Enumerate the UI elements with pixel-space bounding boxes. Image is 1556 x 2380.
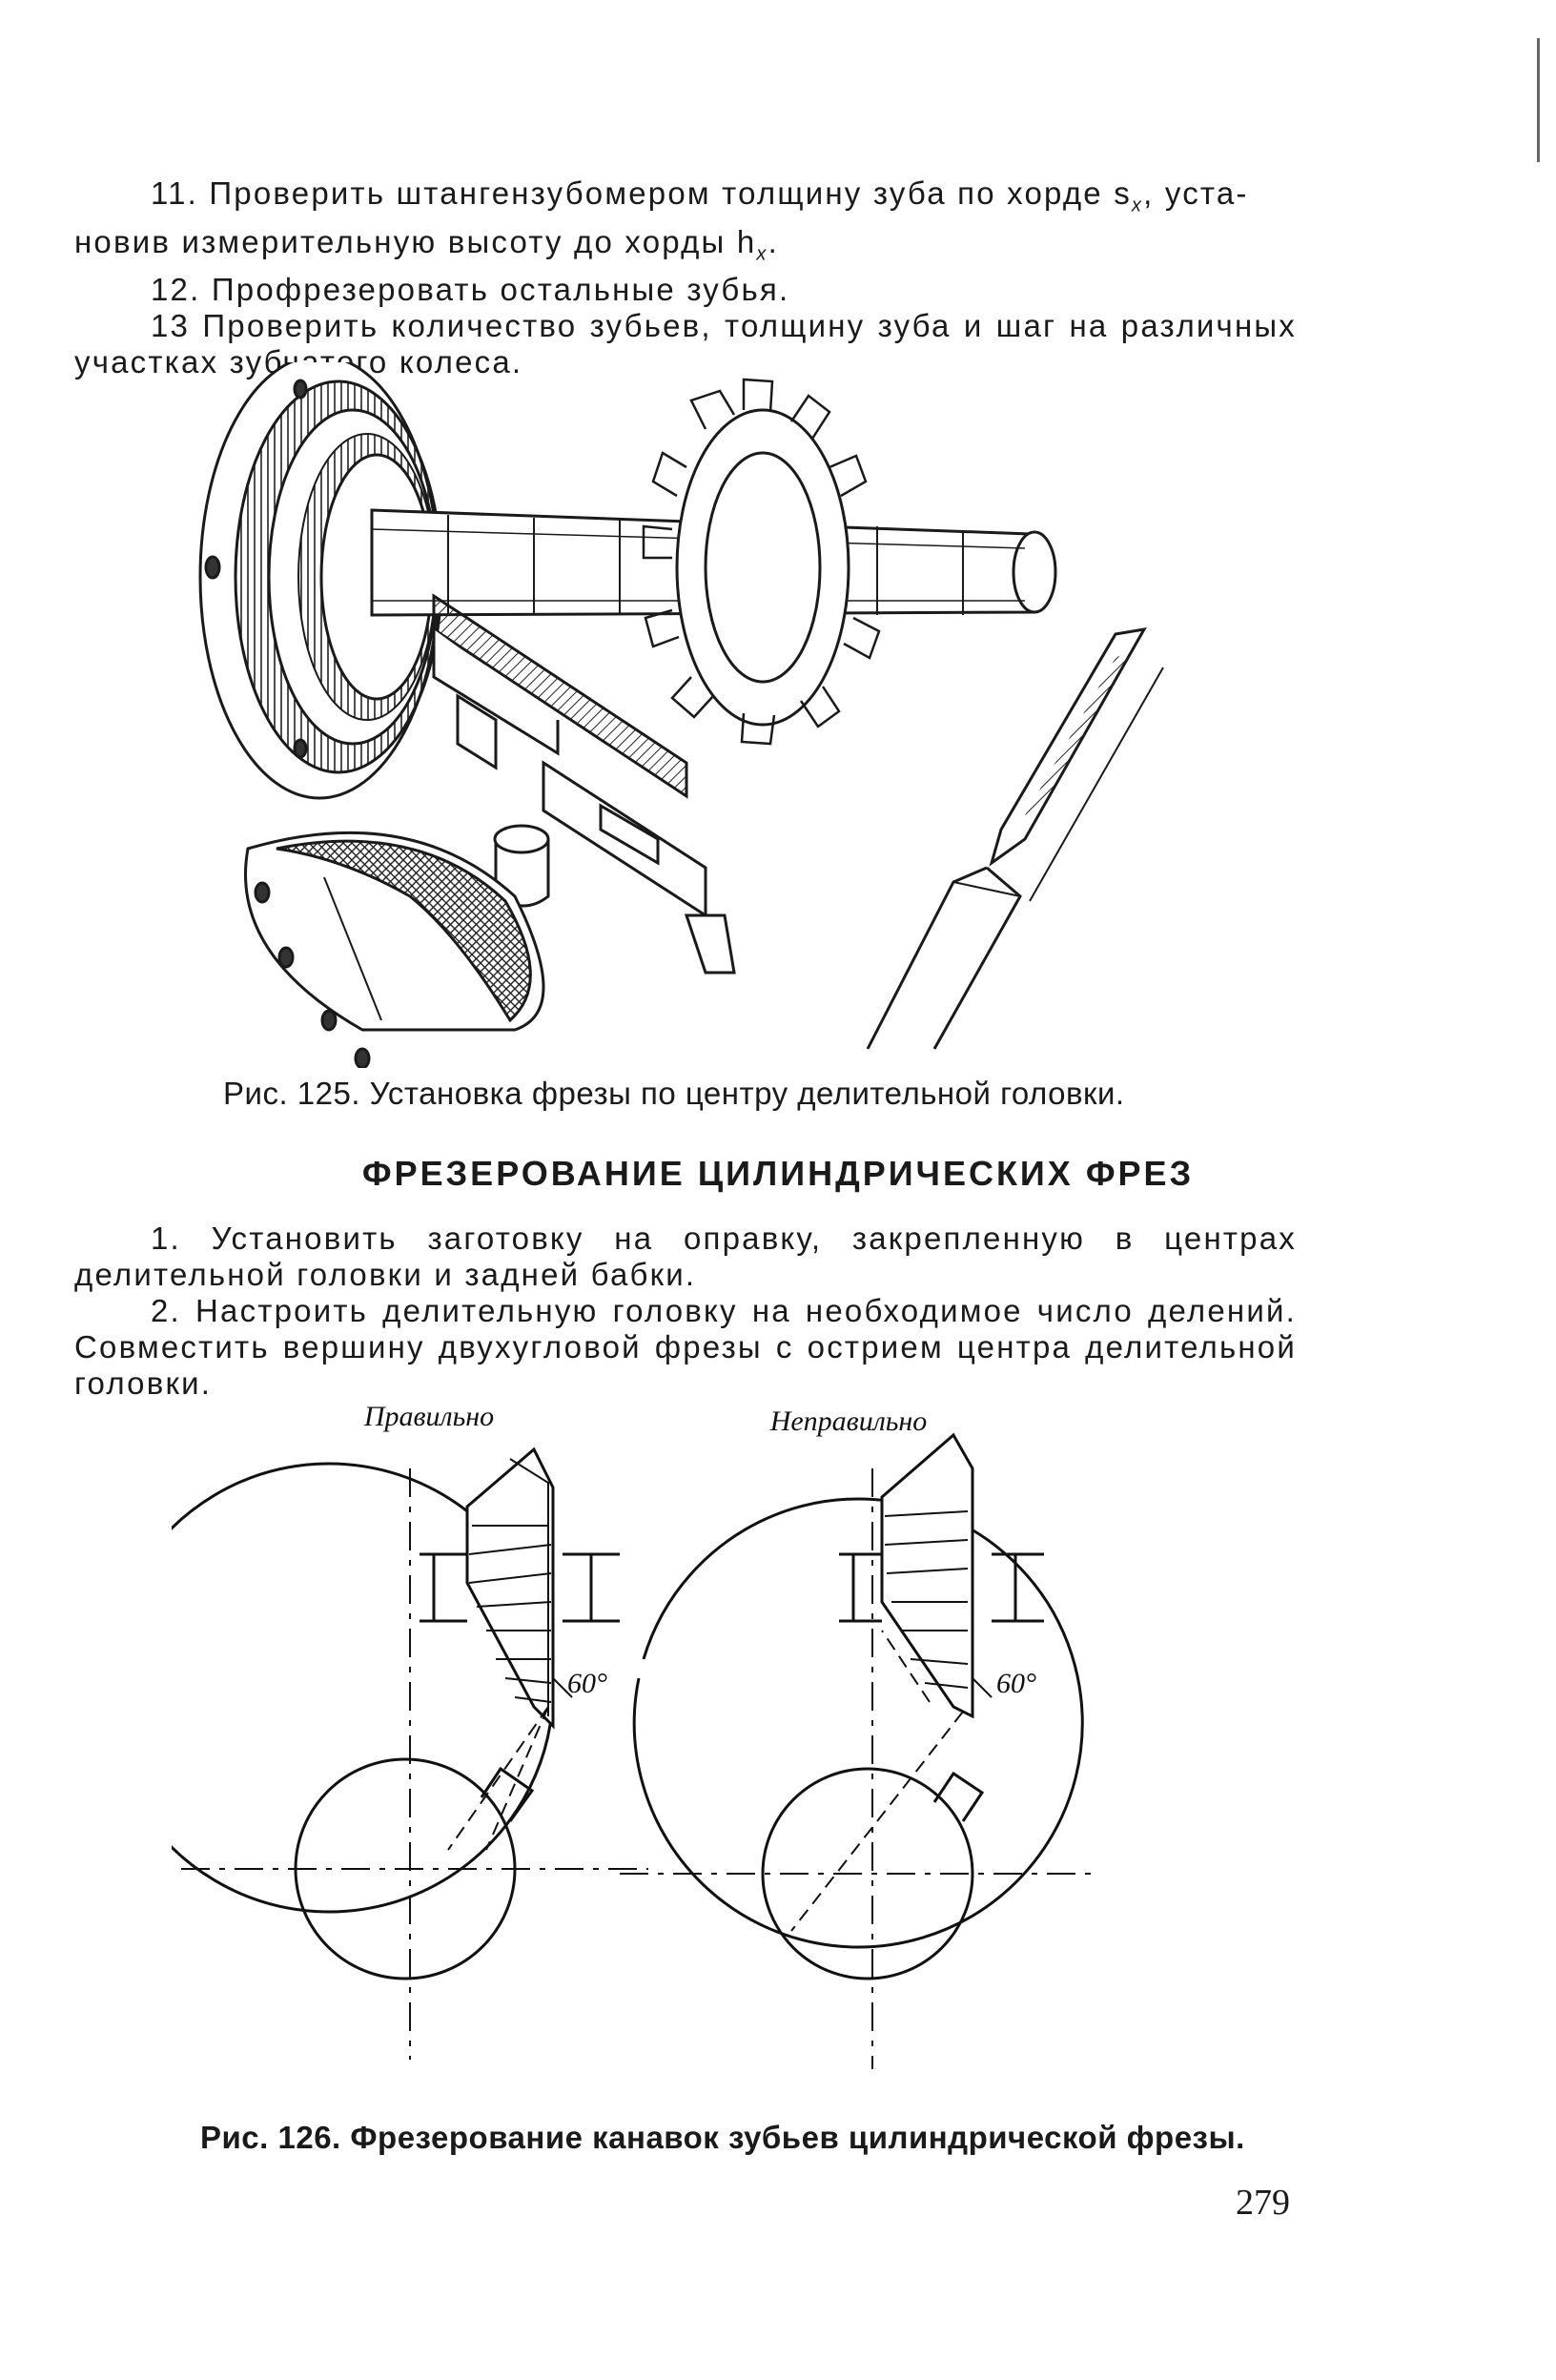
section-heading: ФРЕЗЕРОВАНИЕ ЦИЛИНДРИЧЕСКИХ ФРЕЗ: [361, 1154, 1195, 1193]
page-edge-mark: [1537, 38, 1540, 162]
steps-block: 1. Установить заготовку на оправку, закр…: [74, 1221, 1297, 1402]
item-12: 12. Профрезеровать остальные зубья.: [151, 272, 790, 308]
label-incorrect: Неправильно: [769, 1405, 928, 1437]
figure-125-illustration: [198, 362, 1164, 1068]
item-11-cont: новив измерительную высоту до хорды hx.: [74, 224, 1297, 273]
step-1: 1. Установить заготовку на оправку, закр…: [74, 1221, 1297, 1292]
item-11-line2-sub: x: [756, 243, 768, 265]
page-number: 279: [1236, 2183, 1290, 2223]
item-11-line2-end: .: [768, 223, 779, 259]
figure-126-caption: Рис. 126. Фрезерование канавок зубьев ци…: [200, 2120, 1245, 2155]
angle-left: 60°: [567, 1668, 607, 1699]
figure-126-illustration: Правильно Неправильно 60° 60°: [172, 1401, 1096, 2069]
step-2: 2. Настроить делительную головку на необ…: [74, 1293, 1297, 1401]
angle-right: 60°: [996, 1668, 1036, 1699]
item-11-tail: , уста-: [1143, 175, 1249, 211]
top-items: 11. Проверить штангензубомером толщину з…: [74, 175, 1297, 380]
figure-125-caption: Рис. 125. Установка фрезы по центру дели…: [223, 1076, 1125, 1111]
item-11-text: 11. Проверить штангензубомером толщину з…: [151, 175, 1132, 211]
item-11-line2: новив измерительную высоту до хорды h: [74, 223, 757, 259]
label-correct: Правильно: [363, 1401, 494, 1432]
item-11: 11. Проверить штангензубомером толщину з…: [74, 175, 1297, 224]
item-11-sub: x: [1131, 195, 1144, 216]
